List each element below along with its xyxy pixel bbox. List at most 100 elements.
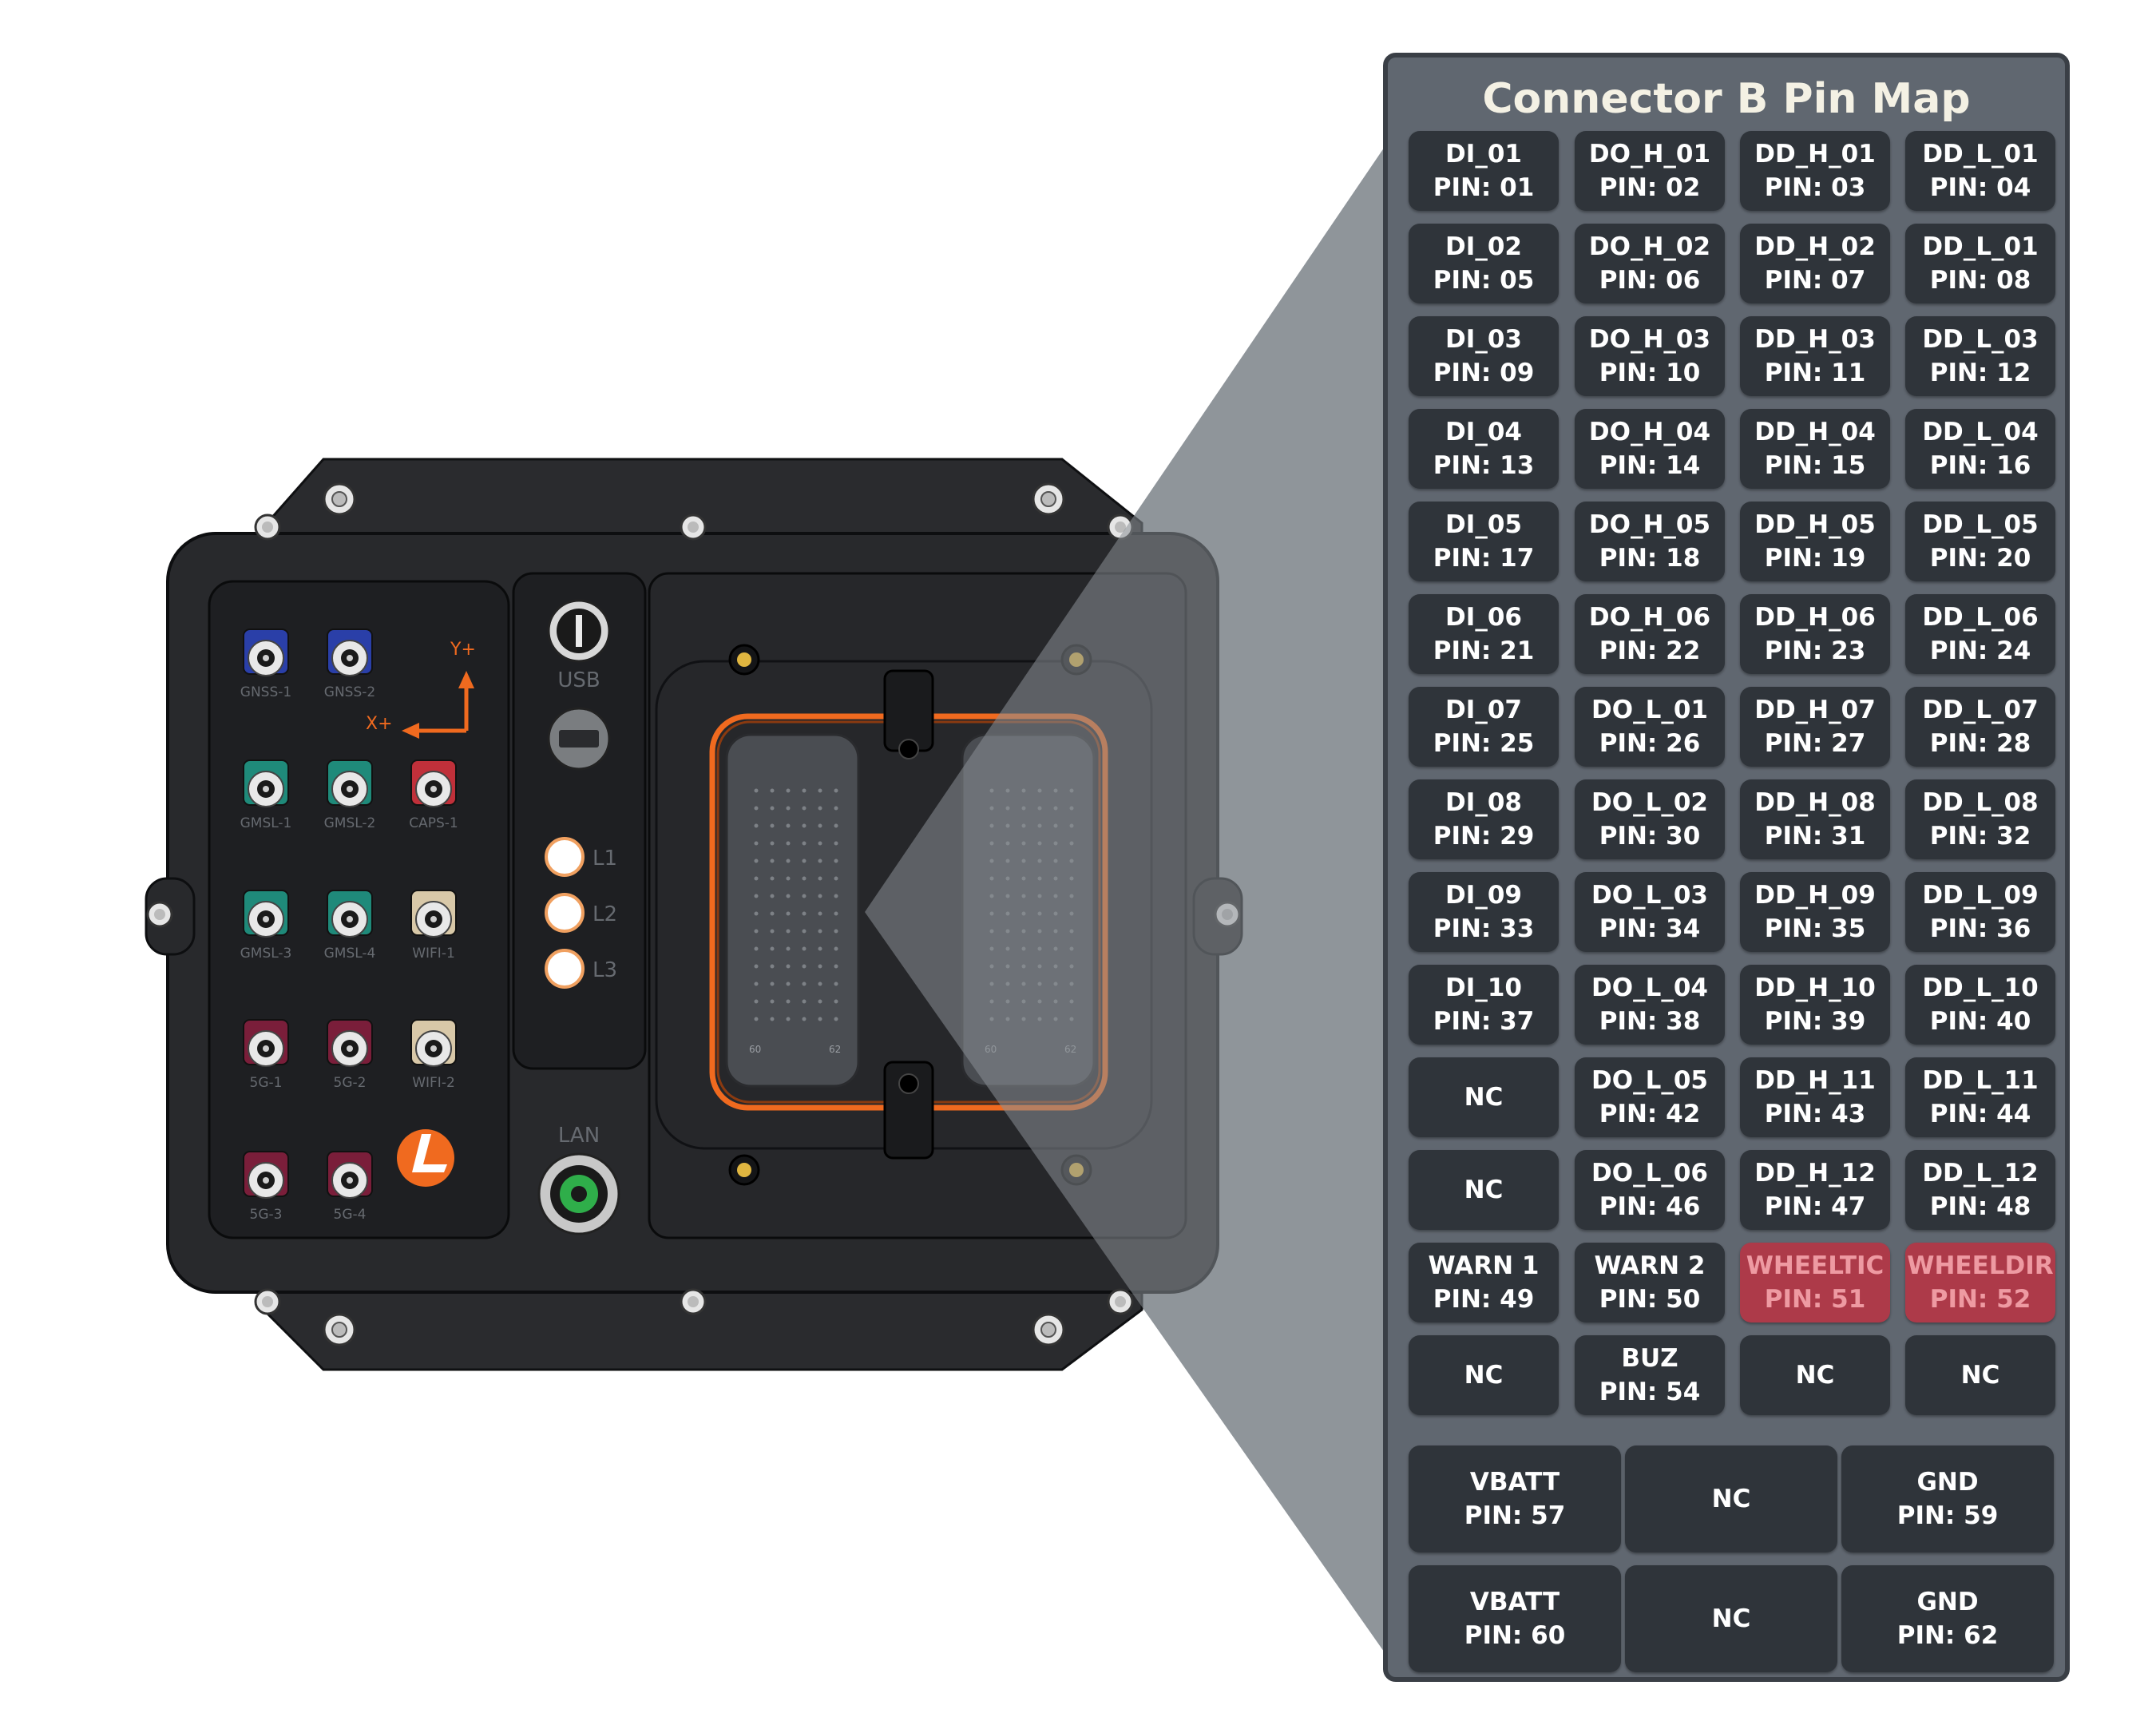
pin-hole [834, 946, 838, 951]
pin-hole [818, 859, 822, 863]
pin-signal-name: DD_H_06 [1754, 603, 1876, 632]
rf-connector-icon[interactable] [327, 1151, 373, 1199]
pin-signal-name: WHEELDIR [1907, 1251, 2054, 1280]
rf-connector-icon[interactable] [243, 890, 289, 938]
pin-number: PIN: 54 [1599, 1378, 1701, 1406]
pin-signal-name: DD_L_12 [1922, 1159, 2039, 1188]
pin-hole [770, 788, 775, 793]
rf-connector-icon[interactable] [327, 759, 373, 807]
sd-card-slot-icon[interactable] [547, 707, 611, 771]
pin-hole [802, 999, 807, 1004]
pin-number: PIN: 62 [1896, 1621, 1999, 1650]
connector-latch-bottom [883, 1061, 934, 1160]
rf-connector-icon[interactable] [243, 1151, 289, 1199]
pin-number: PIN: 02 [1599, 173, 1701, 202]
pin-hole [754, 841, 759, 846]
pin-number: PIN: 42 [1599, 1100, 1701, 1128]
pin-signal-name: DO_L_06 [1591, 1159, 1708, 1188]
rf-port-label: 5G-4 [334, 1207, 367, 1223]
pin-number: PIN: 27 [1764, 729, 1866, 758]
pin-number: PIN: 10 [1599, 359, 1701, 387]
pin-signal-name: DO_H_02 [1588, 232, 1711, 261]
screw-icon [323, 1313, 356, 1346]
rf-connector-icon[interactable] [410, 1019, 457, 1067]
screw-icon [254, 1288, 281, 1315]
pin-hole [802, 894, 807, 898]
insert-left-label-b: 62 [829, 1044, 841, 1055]
pin-signal-name: DD_L_09 [1922, 881, 2039, 910]
rf-connector-icon[interactable] [327, 629, 373, 676]
pin-signal-name: NC [1464, 1083, 1504, 1112]
pin-signal-name: DD_H_09 [1754, 881, 1876, 910]
usb-label: USB [557, 668, 600, 692]
pin-signal-name: DO_L_05 [1591, 1066, 1708, 1095]
pin-hole [786, 946, 791, 951]
pin-hole [818, 911, 822, 916]
pin-hole [786, 999, 791, 1004]
pin-hole [786, 1017, 791, 1021]
pin-number: PIN: 37 [1433, 1007, 1535, 1036]
pin-hole [834, 788, 838, 793]
screw-icon [254, 514, 281, 541]
pin-number: PIN: 20 [1929, 544, 2031, 573]
led-1 [545, 837, 585, 877]
rf-connector-icon[interactable] [327, 1019, 373, 1067]
usb-port[interactable] [547, 599, 611, 663]
rf-connector-icon[interactable] [243, 759, 289, 807]
pin-number: PIN: 05 [1433, 266, 1535, 295]
pin-hole [834, 806, 838, 811]
page-title: Connector B Pin Map [1482, 75, 1971, 123]
rf-connector-icon[interactable] [243, 629, 289, 676]
pin-hole [834, 981, 838, 986]
pin-hole [834, 1017, 838, 1021]
rf-connector-icon[interactable] [327, 890, 373, 938]
pin-signal-name: DO_H_05 [1588, 510, 1711, 539]
pin-hole [770, 911, 775, 916]
screw-icon [680, 514, 707, 541]
pin-number: PIN: 36 [1929, 914, 2031, 943]
pin-signal-name: DD_L_05 [1922, 510, 2039, 539]
pin-hole [802, 841, 807, 846]
pin-hole [754, 894, 759, 898]
pin-signal-name: DD_L_01 [1922, 232, 2039, 261]
rf-connector-icon[interactable] [410, 759, 457, 807]
pin-hole [818, 981, 822, 986]
pin-signal-name: BUZ [1621, 1344, 1678, 1373]
pin-hole [802, 823, 807, 828]
pin-signal-name: DI_10 [1445, 974, 1522, 1002]
rf-connector-icon[interactable] [243, 1019, 289, 1067]
pin-cell: NC [1409, 1150, 1559, 1230]
pin-number: PIN: 13 [1433, 451, 1535, 480]
pin-signal-name: DD_L_06 [1922, 603, 2039, 632]
pin-hole [818, 841, 822, 846]
pin-number: PIN: 07 [1764, 266, 1866, 295]
pin-hole [818, 788, 822, 793]
leds: L1 L2 L3 [545, 837, 617, 989]
rf-connector-icon[interactable] [410, 890, 457, 938]
pin-number: PIN: 08 [1929, 266, 2031, 295]
led-2-label: L2 [593, 902, 617, 926]
led-3-label: L3 [593, 958, 617, 982]
pin-signal-name: WARN 1 [1428, 1251, 1540, 1280]
led-3 [545, 949, 585, 989]
pin-hole [802, 981, 807, 986]
pin-number: PIN: 26 [1599, 729, 1701, 758]
pin-hole [834, 929, 838, 934]
pin-hole [770, 823, 775, 828]
lan-port[interactable] [537, 1152, 620, 1235]
pin-hole [770, 806, 775, 811]
